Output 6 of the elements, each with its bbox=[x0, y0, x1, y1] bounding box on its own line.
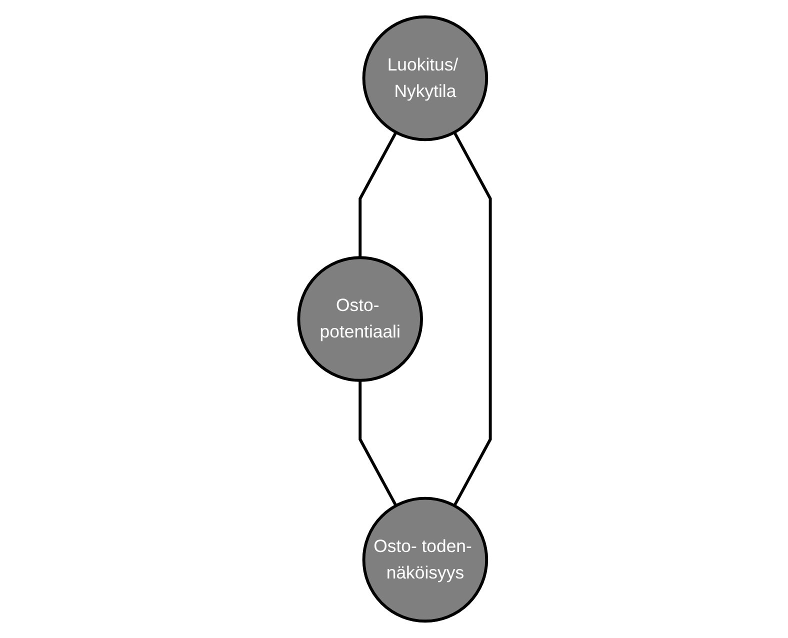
node-circle: Osto- toden- näköisyys bbox=[362, 496, 488, 623]
node-circle: Osto- potentiaali bbox=[296, 256, 422, 382]
node-circle: Luokitus/ Nykytila bbox=[362, 15, 488, 142]
connector bbox=[358, 132, 397, 258]
connector bbox=[358, 380, 397, 506]
connector bbox=[452, 132, 492, 506]
